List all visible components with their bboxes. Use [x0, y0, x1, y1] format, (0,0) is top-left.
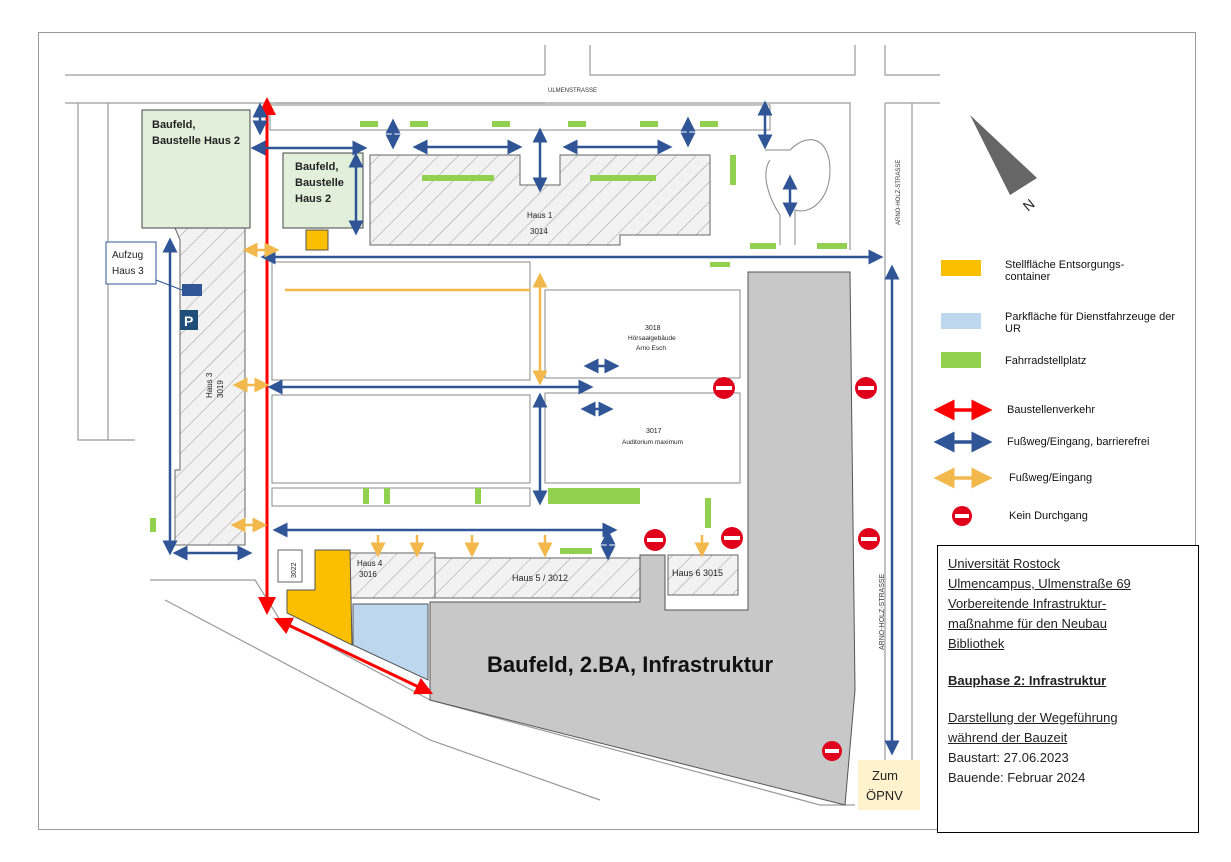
label-hoersaal-name: Hörsaalgebäude — [628, 335, 676, 342]
footpaths — [230, 242, 710, 558]
legend-container-label: Stellfläche Entsorgungs- container — [1005, 259, 1124, 283]
opnv-label-1: Zum — [872, 768, 898, 783]
legend-swatch-container — [941, 260, 981, 276]
legend-construction-label: Baustellenverkehr — [1007, 404, 1096, 416]
info-line1: Universität Rostock — [948, 556, 1060, 571]
courtyards — [269, 104, 771, 507]
label-haus3: Haus 3 — [205, 372, 214, 398]
info-start: Baustart: 27.06.2023 — [948, 750, 1069, 765]
legend-swatch-parking — [941, 313, 981, 329]
map-frame — [38, 32, 1196, 830]
building-3022 — [277, 549, 303, 583]
info-line6: Darstellung der Wegeführung — [948, 710, 1118, 725]
street-label-ulmenstrasse: ULMENSTRASSE — [548, 88, 597, 94]
label-hoersaal-name2: Arno Esch — [636, 345, 666, 352]
construction-traffic-arrow-diagonal — [273, 617, 434, 695]
info-line2: Ulmencampus, Ulmenstraße 69 — [948, 576, 1131, 591]
building-haus4 — [349, 552, 436, 599]
label-haus4-num: 3016 — [359, 570, 377, 579]
baufeld-left-label-2: Baustelle Haus 2 — [152, 135, 240, 147]
legend-parking-line2: UR — [1005, 323, 1021, 335]
north-label: N — [1020, 196, 1038, 215]
baufeld-left-label-1: Baufeld, — [152, 119, 195, 131]
legend-symbols — [933, 260, 993, 526]
label-audimax-num: 3017 — [646, 428, 662, 435]
north-arrow — [970, 115, 1037, 195]
big-construction-area — [429, 271, 856, 806]
street-label-arno-holz-bottom: ARNO-HOLZ-STRASSE — [879, 573, 886, 650]
info-end: Bauende: Februar 2024 — [948, 770, 1086, 785]
aufzug-label-2: Haus 3 — [112, 266, 144, 277]
legend-parking-line1: Parkfläche für Dienstfahrzeuge der — [1005, 311, 1175, 323]
street-label-arno-holz-top: ARNO-HOLZ-STRASSE — [896, 160, 902, 225]
label-haus5: Haus 5 / 3012 — [512, 573, 568, 583]
baufeld-mid-label-3: Haus 2 — [295, 193, 331, 205]
label-audimax-name: Auditorium maximum — [622, 439, 683, 446]
container-area-north — [305, 229, 329, 251]
baufeld-mid-label-2: Baustelle — [295, 177, 344, 189]
parking-area — [352, 603, 429, 681]
opnv-box — [858, 760, 920, 810]
legend-container-line1: Stellfläche Entsorgungs- — [1005, 259, 1125, 271]
accessible-paths — [162, 100, 900, 756]
legend-bike-label: Fahrradstellplatz — [1005, 355, 1087, 367]
info-line7: während der Bauzeit — [948, 730, 1068, 745]
parking-sign-letter: P — [184, 313, 193, 329]
info-line5: Bibliothek — [948, 636, 1005, 651]
label-haus1: Haus 1 — [527, 211, 553, 220]
legend-parking-label: Parkfläche für Dienstfahrzeuge der UR — [1005, 311, 1175, 335]
parking-sign — [180, 310, 198, 330]
aufzug-label-1: Aufzug — [112, 250, 143, 261]
aufzug-box — [105, 241, 157, 285]
opnv-label-2: ÖPNV — [866, 788, 903, 803]
info-panel: Universität Rostock Ulmencampus, Ulmenst… — [937, 545, 1199, 833]
info-phase: Bauphase 2: Infrastruktur — [948, 673, 1107, 688]
info-line4: maßnahme für den Neubau — [948, 616, 1107, 631]
turning-circle — [765, 139, 831, 245]
no-entry-sign — [858, 528, 880, 550]
legend-noentry-label: Kein Durchgang — [1009, 510, 1088, 522]
no-entry-sign — [822, 741, 842, 761]
legend-swatch-bike — [941, 352, 981, 368]
label-hoersaal-num: 3018 — [645, 325, 661, 332]
no-entry-sign — [855, 377, 877, 399]
baufeld-left — [141, 109, 251, 229]
no-entry-sign — [721, 527, 743, 549]
label-haus1-num: 3014 — [530, 227, 548, 236]
building-haus5 — [434, 557, 641, 599]
aufzug-marker — [182, 284, 202, 296]
label-haus4: Haus 4 — [357, 559, 383, 568]
legend-container-line2: container — [1005, 271, 1051, 283]
label-3022: 3022 — [291, 562, 298, 578]
bike-parking — [150, 121, 847, 554]
label-haus3-num: 3019 — [216, 380, 225, 398]
legend-accessible-label: Fußweg/Eingang, barrierefrei — [1007, 436, 1150, 448]
baufeld-mid-label-1: Baufeld, — [295, 161, 338, 173]
building-haus6 — [667, 554, 739, 596]
big-area-label: Baufeld, 2.BA, Infrastruktur — [487, 652, 773, 677]
info-line3: Vorbereitende Infrastruktur- — [948, 596, 1107, 611]
no-entry-sign — [713, 377, 735, 399]
legend-path-label: Fußweg/Eingang — [1009, 472, 1093, 484]
no-entry-sign — [644, 529, 666, 551]
label-haus6: Haus 6 3015 — [672, 568, 723, 578]
no-entry-signs — [644, 377, 880, 761]
